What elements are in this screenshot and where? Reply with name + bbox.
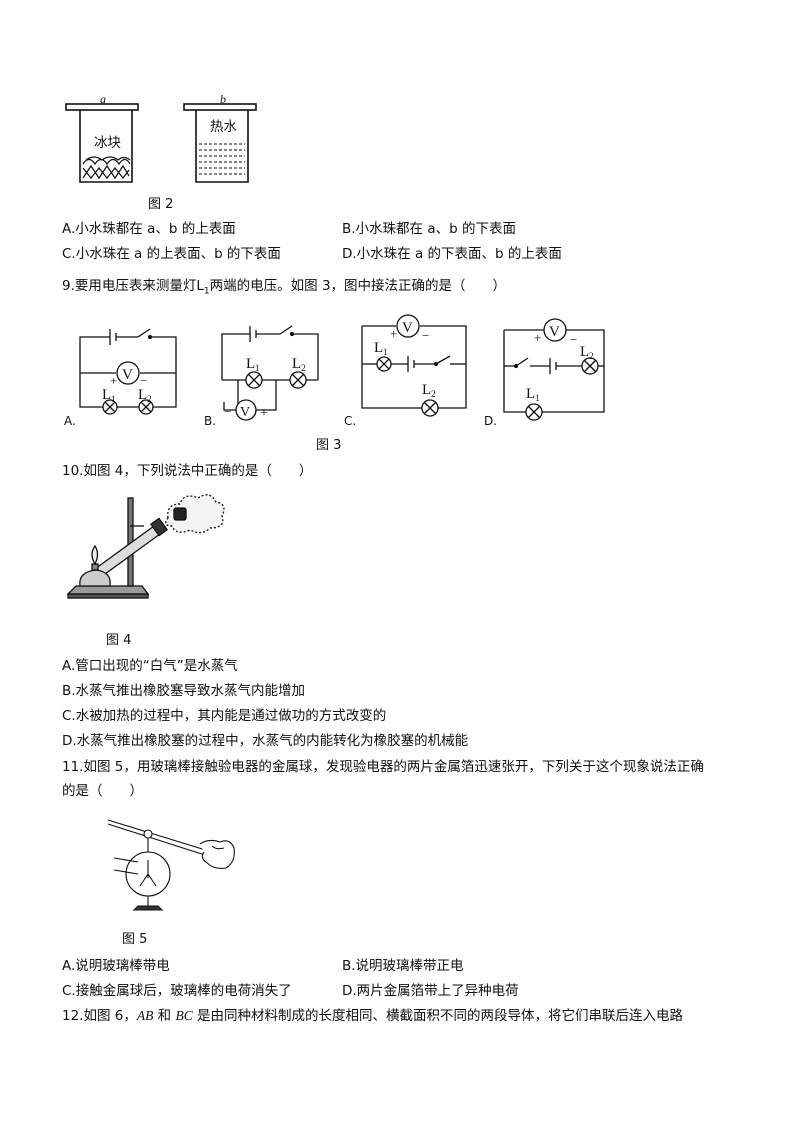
l1-d: L1 [526,386,540,403]
plus-d: + [534,330,541,345]
ice-cubes [82,156,131,180]
beaker-a-text: 冰块 [94,135,121,151]
q11-option-c: C.接触金属球后，玻璃棒的电荷消失了 [62,983,292,999]
voltmeter-a-label: V [122,367,133,383]
q12-rest: 是由同种材料制成的长度相同、横截面积不同的两段导体，将它们串联后连入电路 [192,1008,684,1024]
figure-2-beakers [65,103,257,183]
beaker-a-label: a [100,92,106,106]
figure-3-caption: 图 3 [316,438,342,453]
l1-c: L1 [374,340,388,357]
minus-c: − [422,328,429,343]
q10-option-b: B.水蒸气推出橡胶塞导致水蒸气内能增加 [62,683,306,699]
figure-5-caption: 图 5 [122,932,148,947]
q9-lamp-sub: 1 [203,286,210,297]
l1-a: L1 [102,387,116,404]
beaker-b-label: b [220,92,226,106]
q8-option-a: A.小水珠都在 a、b 的上表面 [62,221,236,237]
q10-option-d: D.水蒸气推出橡胶塞的过程中，水蒸气的内能转化为橡胶塞的机械能 [62,733,469,749]
circuit-c-letter: C. [344,414,357,428]
q8-option-d: D.小水珠在 a 的下表面、b 的上表面 [342,246,562,262]
q11-option-d: D.两片金属箔带上了异种电荷 [342,983,519,999]
beaker-b-rim [183,103,257,111]
minus-a: − [140,373,147,388]
circuit-b: V − + L1 L2 [221,325,319,421]
beaker-a-rim [65,103,139,111]
figure-2-caption: 图 2 [148,197,174,212]
beaker-b-body [195,110,249,183]
q8-option-b: B.小水珠都在 a、b 的下表面 [342,221,516,237]
figure-5-electroscope [107,819,235,911]
q11-option-a: A.说明玻璃棒带电 [62,958,170,974]
circuit-a-letter: A. [64,414,76,428]
l2-a: L2 [138,387,152,404]
q8-option-c: C.小水珠在 a 的上表面、b 的下表面 [62,246,281,262]
beaker-b-text: 热水 [210,119,237,135]
q9-stem: 9.要用电压表来测量灯L1两端的电压。如图 3，图中接法正确的是（ ） [62,277,506,301]
q9-stem-end: 两端的电压。如图 3，图中接法正确的是（ ） [209,278,507,294]
plus-b: + [260,406,268,421]
l2-b: L2 [292,356,306,373]
beaker-a-body [79,110,133,183]
l2-d: L2 [580,344,594,361]
q9-stem-start: 9.要用电压表来测量灯 [62,278,197,294]
q12-ab: AB [136,1008,154,1023]
l2-c: L2 [422,382,436,399]
q12-stem: 12.如图 6，AB 和 BC 是由同种材料制成的长度相同、横截面积不同的两段导… [62,1007,683,1025]
l1-b: L1 [246,356,260,373]
voltmeter-b-label: V [240,405,250,420]
q12-and: 和 [153,1008,176,1024]
minus-d: − [570,332,577,347]
q11-stem-line2: 的是（ ） [62,783,143,799]
minus-b: − [224,404,231,419]
q10-option-a: A.管口出现的“白气”是水蒸气 [62,658,238,674]
voltmeter-c-label: V [402,320,413,336]
q11-option-b: B.说明玻璃棒带正电 [342,958,464,974]
q11-stem-line1: 11.如图 5，用玻璃棒接触验电器的金属球，发现验电器的两片金属箔迅速张开，下列… [62,759,704,775]
plus-c: + [390,326,397,341]
figure-4-caption: 图 4 [106,633,132,648]
plus-a: + [110,373,117,388]
figure-4-test-tube [66,494,225,599]
q9-lamp: L [196,278,204,294]
q12-prefix: 12.如图 6， [62,1008,137,1024]
q10-option-c: C.水被加热的过程中，其内能是通过做功的方式改变的 [62,708,387,724]
circuit-a: V + − L1 L2 [79,328,177,415]
circuit-d-letter: D. [484,414,498,428]
circuit-d: V + − L1 L2 [503,318,605,421]
voltmeter-d-label: V [549,324,560,340]
hot-water-lines [199,143,245,175]
circuit-b-letter: B. [204,414,217,428]
q12-bc: BC [175,1008,193,1023]
circuit-c: V + − L1 L2 [361,314,467,417]
q10-stem: 10.如图 4，下列说法中正确的是（ ） [62,463,313,479]
